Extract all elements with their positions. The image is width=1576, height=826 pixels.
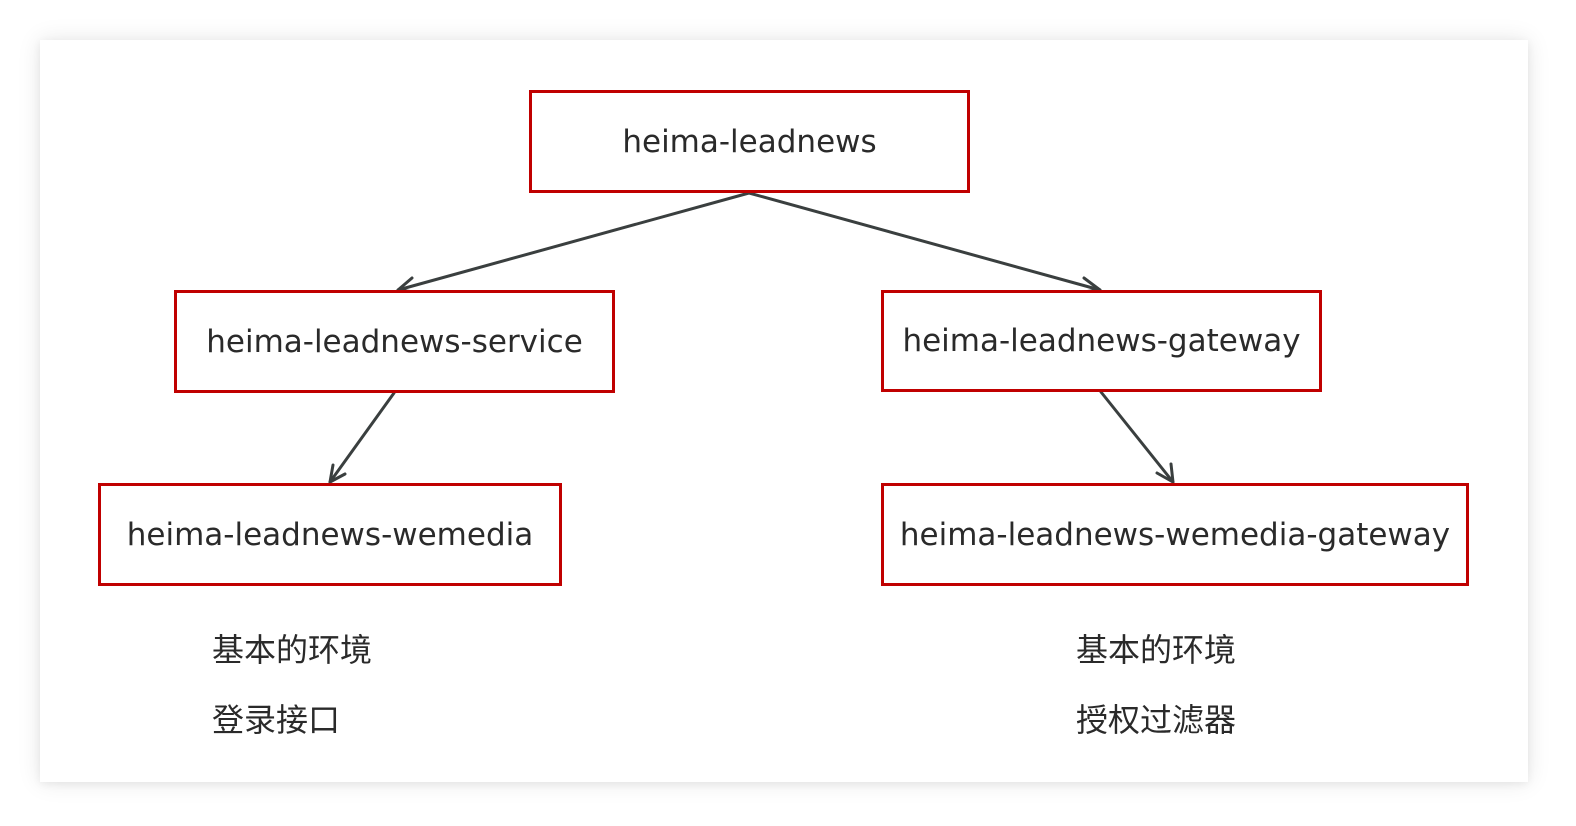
edge-root-gateway bbox=[747, 191, 1102, 292]
arrowhead-service-wemedia bbox=[328, 463, 347, 484]
arrowhead-gateway-wemedia-gateway bbox=[1155, 462, 1175, 484]
node-heima-leadnews-wemedia-gateway: heima-leadnews-wemedia-gateway bbox=[881, 483, 1469, 586]
note-left-basic-environment: 基本的环境 bbox=[212, 631, 373, 669]
node-heima-leadnews-service: heima-leadnews-service bbox=[174, 290, 615, 393]
note-right-auth-filter: 授权过滤器 bbox=[1076, 701, 1237, 739]
note-right-basic-environment: 基本的环境 bbox=[1076, 631, 1237, 669]
edge-root-service bbox=[396, 191, 751, 292]
node-heima-leadnews-wemedia: heima-leadnews-wemedia bbox=[98, 483, 562, 586]
node-heima-leadnews: heima-leadnews bbox=[529, 90, 970, 193]
node-heima-leadnews-gateway: heima-leadnews-gateway bbox=[881, 290, 1322, 392]
edge-gateway-wemedia-gateway bbox=[1099, 390, 1175, 484]
note-left-login-interface: 登录接口 bbox=[212, 701, 341, 739]
edge-service-wemedia bbox=[328, 391, 396, 484]
